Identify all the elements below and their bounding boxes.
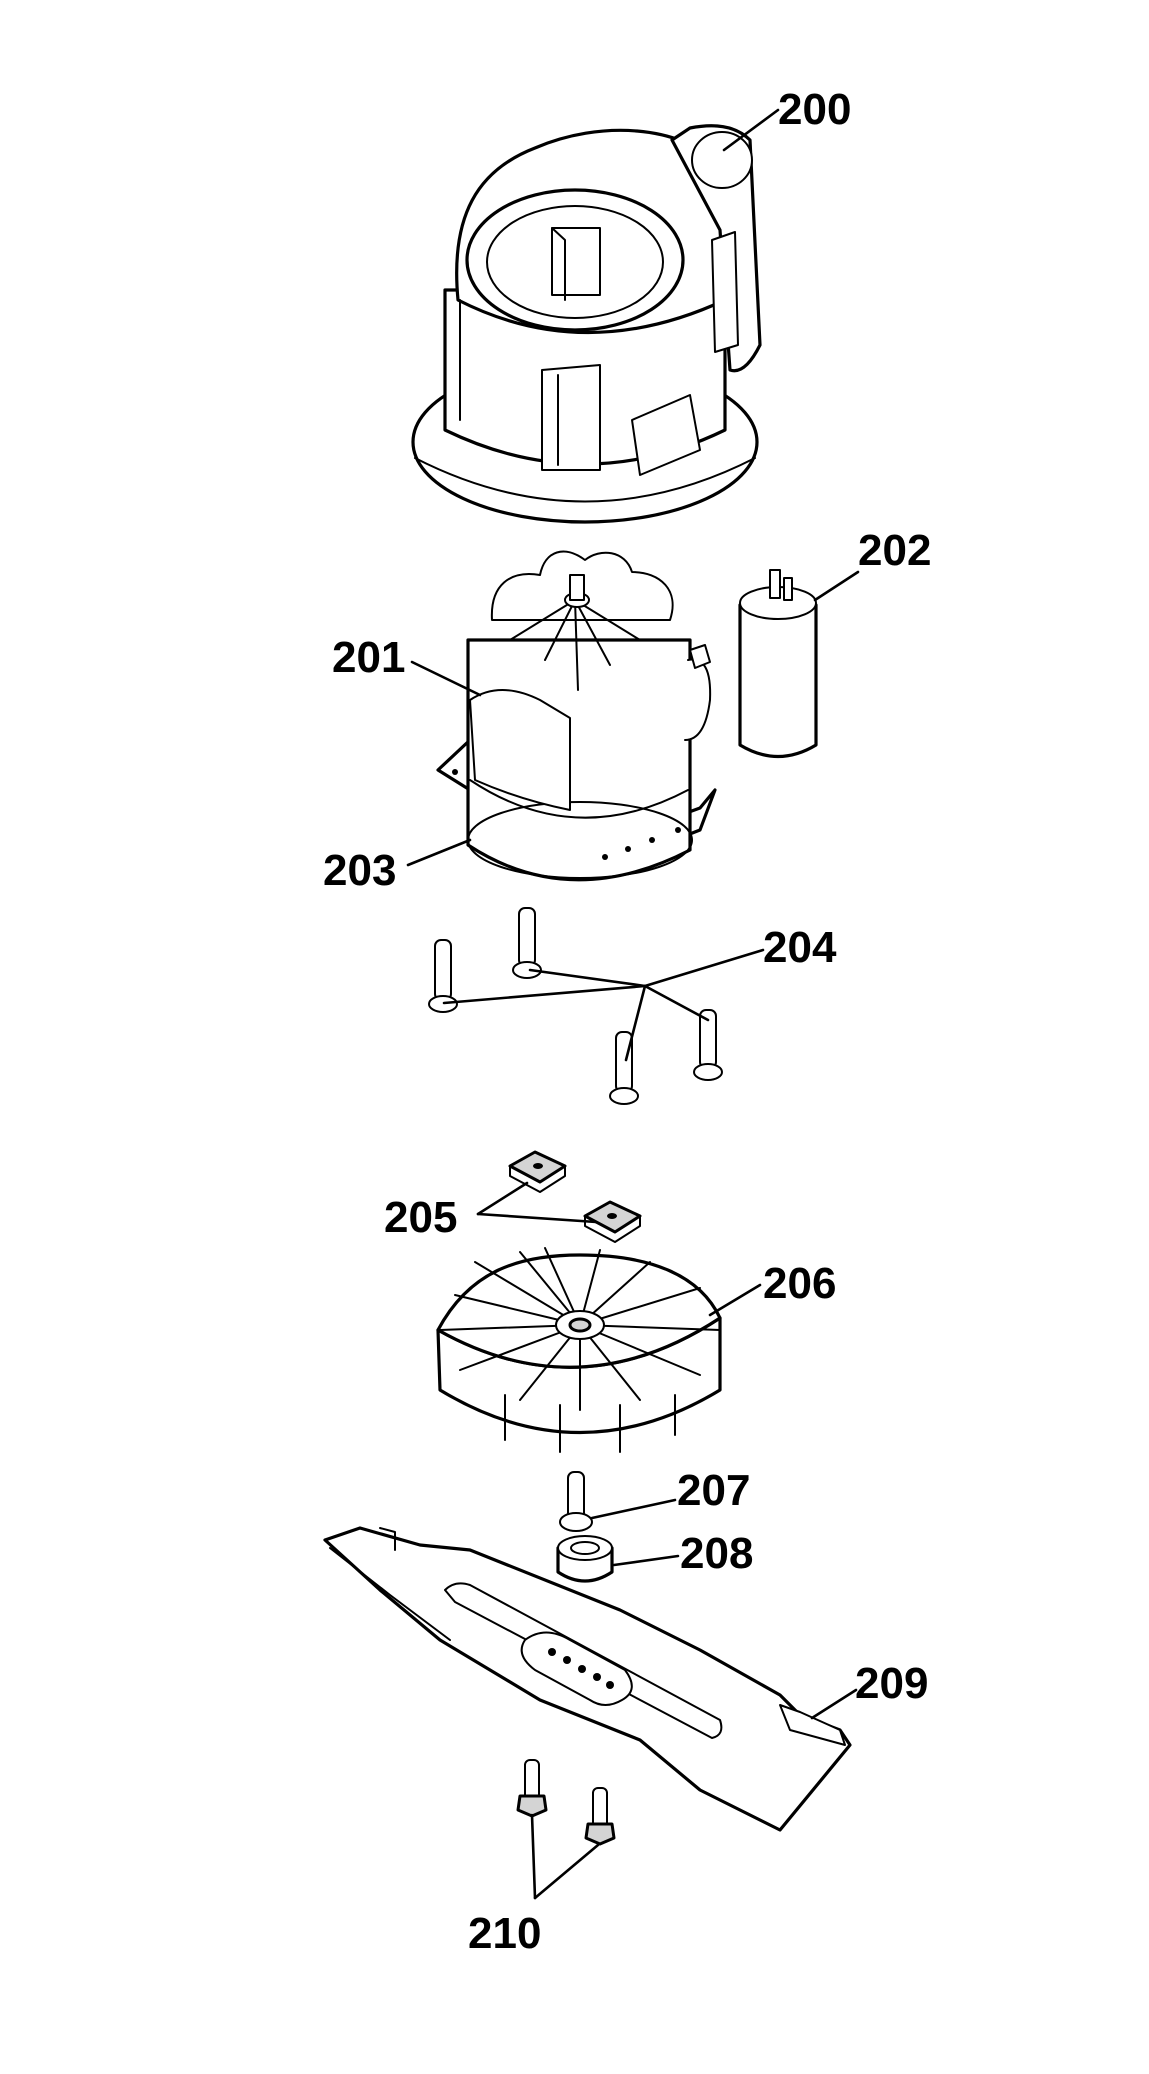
part-205-square-nuts (508, 1150, 642, 1243)
part-202-capacitor (738, 569, 818, 759)
label-207: 207 (677, 1466, 750, 1515)
label-200: 200 (778, 85, 851, 134)
label-209: 209 (855, 1659, 928, 1708)
leader-200 (722, 108, 780, 152)
leader-205 (476, 1181, 598, 1224)
part-206-cooling-fan (436, 1247, 722, 1453)
label-206: 206 (763, 1259, 836, 1308)
leader-210 (530, 1813, 600, 1900)
label-203: 203 (323, 846, 396, 895)
leader-209 (810, 1688, 858, 1720)
part-204-screws (428, 907, 723, 1105)
label-210: 210 (468, 1909, 541, 1958)
part-200-motor-housing (411, 124, 762, 524)
label-204: 204 (763, 923, 837, 972)
part-201-203-electric-motor (436, 550, 717, 882)
leader-206 (708, 1283, 762, 1317)
leader-207 (590, 1498, 677, 1520)
label-208: 208 (680, 1529, 753, 1578)
part-209-mower-blade (323, 1526, 852, 1832)
part-210-blade-bolts (516, 1759, 616, 1846)
leader-203 (406, 838, 472, 867)
label-201: 201 (332, 633, 405, 682)
leader-202 (813, 570, 860, 602)
leader-201 (410, 660, 482, 697)
part-207-bolt (559, 1471, 593, 1532)
label-205: 205 (384, 1193, 457, 1242)
label-202: 202 (858, 526, 931, 575)
part-208-spacer (556, 1535, 614, 1583)
leader-204 (442, 948, 765, 1062)
leader-208 (612, 1554, 680, 1567)
